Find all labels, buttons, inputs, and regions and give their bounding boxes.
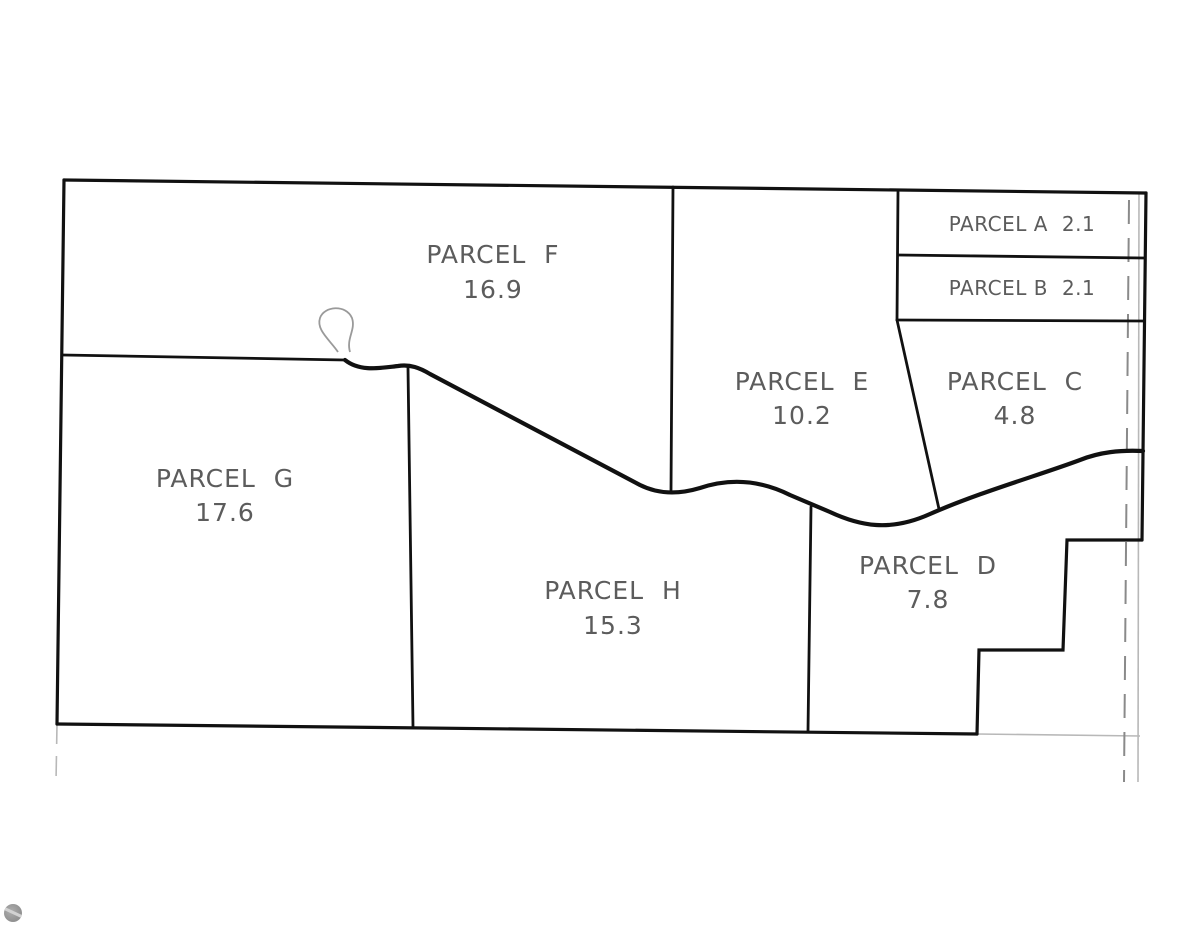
- parcel-division-lines: [61, 185, 1147, 733]
- parcel-c-area: 4.8: [994, 401, 1037, 430]
- line-a-b: [896, 253, 1147, 260]
- line-e-c: [895, 318, 941, 511]
- parcel-d-area: 7.8: [907, 585, 950, 614]
- south-boundary: [55, 722, 979, 736]
- line-b-c: [895, 318, 1146, 323]
- parcel-h-area: 15.3: [583, 611, 643, 640]
- parcel-e-name: PARCEL E: [735, 367, 870, 396]
- parcel-c-name: PARCEL C: [947, 367, 1083, 396]
- parcel-d-south-extension: [976, 733, 1141, 737]
- pond-outline: [318, 307, 354, 353]
- line-h-d: [806, 505, 813, 733]
- outer-boundary: [55, 178, 1148, 736]
- parcel-f-area: 16.9: [463, 275, 523, 304]
- east-boundary-upper: [1140, 191, 1148, 542]
- easement-centerline: [1123, 199, 1130, 783]
- circular-logo-icon: [4, 904, 22, 922]
- stepped-southeast-boundary: [975, 538, 1144, 736]
- parcel-f-name: PARCEL F: [426, 240, 559, 269]
- west-boundary: [55, 178, 66, 726]
- line-f-e: [669, 185, 675, 493]
- parcel-h-name: PARCEL H: [544, 576, 682, 605]
- line-f-g: [61, 353, 347, 362]
- west-extension-line: [55, 723, 58, 783]
- right-of-way-lines: [55, 191, 1141, 783]
- parcel-d-name: PARCEL D: [859, 551, 997, 580]
- parcel-e-area: 10.2: [772, 401, 832, 430]
- creek-line: [342, 357, 1146, 528]
- row-edge-line: [1137, 191, 1140, 783]
- north-boundary: [62, 178, 1148, 195]
- parcel-g-name: PARCEL G: [156, 464, 294, 493]
- parcel-g-area: 17.6: [195, 498, 255, 527]
- line-g-h: [406, 366, 415, 729]
